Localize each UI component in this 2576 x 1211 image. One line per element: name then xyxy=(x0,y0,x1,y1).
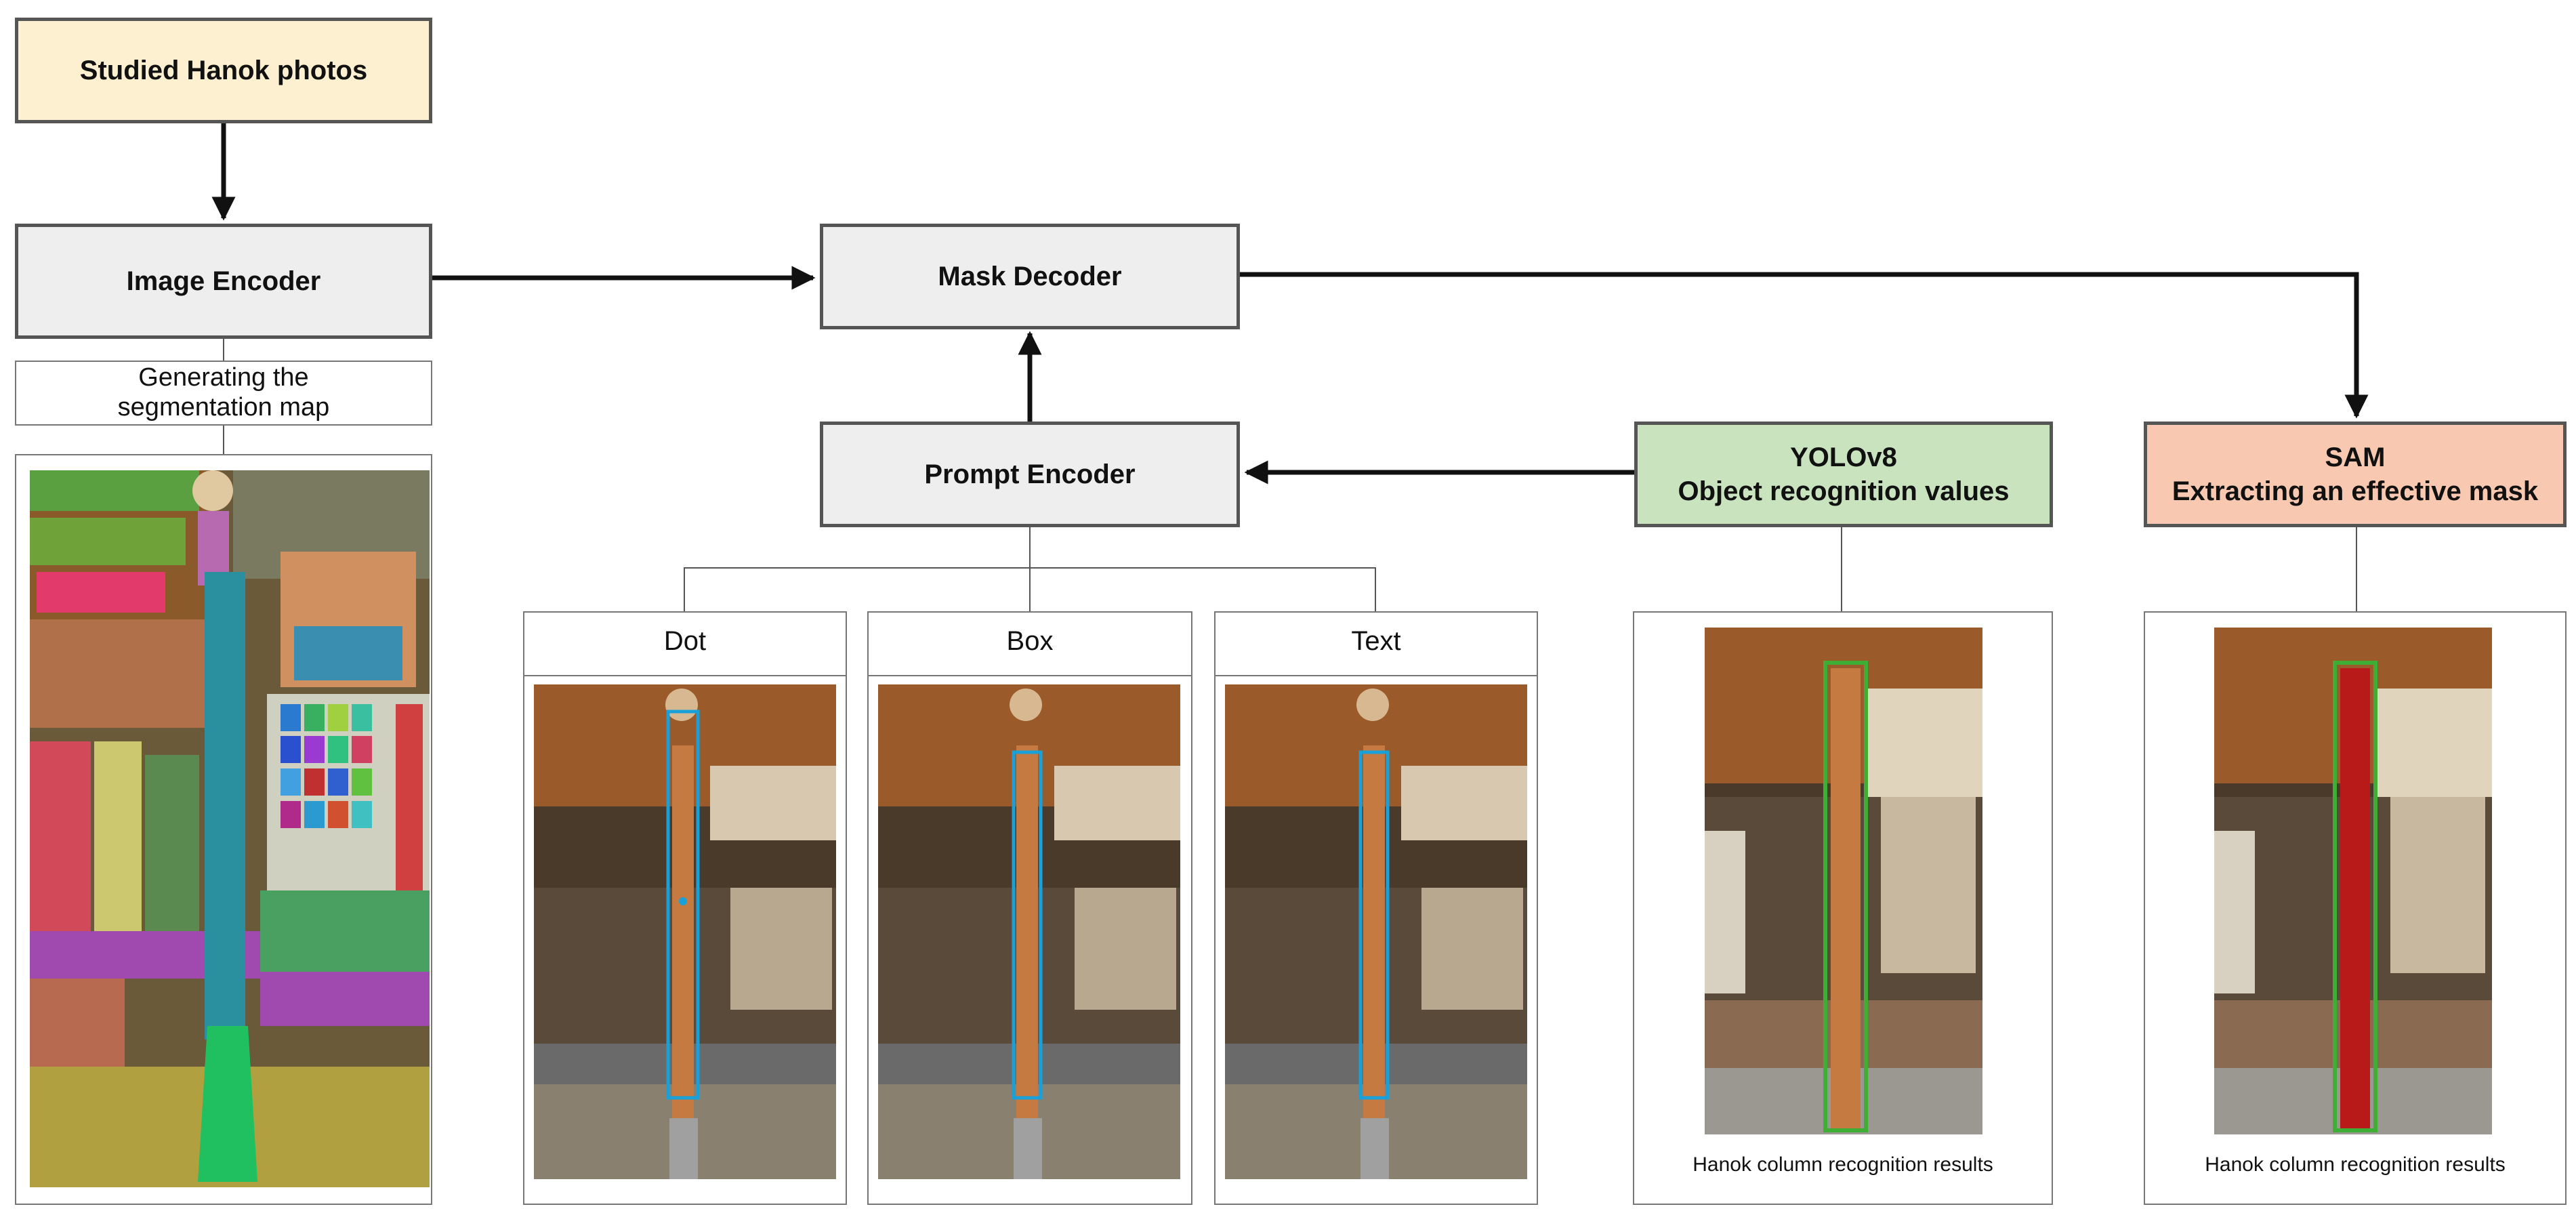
yolo-result-panel: Hanok column recognition results xyxy=(1633,611,2053,1205)
prompt-type-box-label: Box xyxy=(869,626,1191,657)
yolo-result-photo xyxy=(1705,628,1982,1134)
sam-title: SAM xyxy=(2325,440,2386,474)
mask-decoder-node: Mask Decoder xyxy=(820,224,1240,329)
prompt-encoder-node: Prompt Encoder xyxy=(820,422,1240,527)
prompt-type-dot-label: Dot xyxy=(524,626,846,657)
mask-decoder-label: Mask Decoder xyxy=(938,260,1121,293)
prompt-panel-text: Text xyxy=(1214,611,1538,1205)
segmentation-label: Generating the segmentation map xyxy=(102,363,346,422)
studied-hanok-photos-node: Studied Hanok photos xyxy=(15,18,432,123)
image-encoder-label: Image Encoder xyxy=(127,264,321,298)
yolo-result-caption: Hanok column recognition results xyxy=(1634,1153,2052,1176)
prompt-encoder-label: Prompt Encoder xyxy=(924,457,1135,491)
sam-result-photo xyxy=(2214,628,2492,1134)
sam-node: SAM Extracting an effective mask xyxy=(2144,422,2567,527)
yolov8-title: YOLOv8 xyxy=(1790,440,1897,474)
box-prompt-photo xyxy=(878,684,1180,1179)
yolov8-subtitle: Object recognition values xyxy=(1678,474,2009,508)
sam-result-caption: Hanok column recognition results xyxy=(2145,1153,2565,1176)
segmentation-map-image xyxy=(30,470,430,1187)
prompt-panel-box: Box xyxy=(867,611,1192,1205)
image-encoder-node: Image Encoder xyxy=(15,224,432,339)
prompt-panel-dot: Dot xyxy=(523,611,847,1205)
prompt-type-text-label: Text xyxy=(1216,626,1537,657)
text-prompt-photo xyxy=(1225,684,1527,1179)
studied-hanok-photos-label: Studied Hanok photos xyxy=(80,54,367,87)
sam-result-panel: Hanok column recognition results xyxy=(2144,611,2567,1205)
segmentation-map-frame xyxy=(15,454,432,1205)
yolov8-node: YOLOv8 Object recognition values xyxy=(1634,422,2053,527)
segmentation-label-box: Generating the segmentation map xyxy=(15,361,432,426)
arrow-mask-decoder-to-sam xyxy=(1240,274,2356,416)
dot-prompt-photo xyxy=(534,684,836,1179)
sam-subtitle: Extracting an effective mask xyxy=(2172,474,2538,508)
